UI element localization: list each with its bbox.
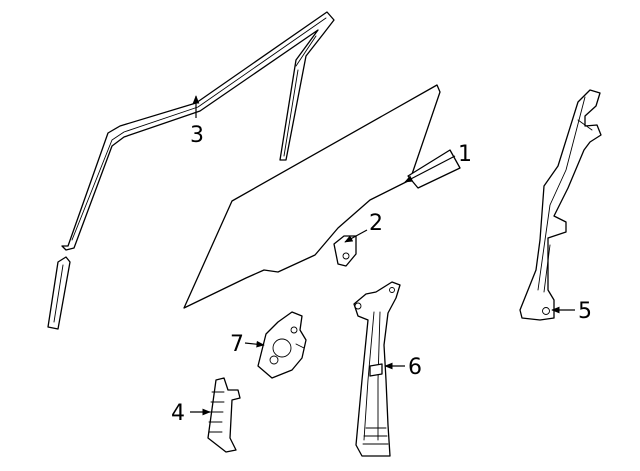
lower-channel-strip <box>47 256 71 330</box>
callout-4: 4 <box>171 401 185 426</box>
part-1-door-glass <box>183 84 441 309</box>
callout-2: 2 <box>369 211 383 236</box>
callout-6: 6 <box>408 355 422 380</box>
leader-1 <box>404 155 456 183</box>
part-4-lower-guide <box>207 377 241 453</box>
leader-2 <box>344 229 368 243</box>
leader-lines <box>190 95 575 416</box>
leader-7 <box>244 340 265 348</box>
part-7-regulator-motor <box>257 311 307 379</box>
part-3-glass-run-channel <box>61 11 335 251</box>
callout-7: 7 <box>230 332 244 357</box>
part-6-window-regulator <box>353 281 401 457</box>
part-5-rear-guide-channel <box>519 89 602 321</box>
callout-3: 3 <box>190 123 204 148</box>
callout-1: 1 <box>458 142 472 167</box>
part-2-glass-clip <box>333 235 357 267</box>
callout-5: 5 <box>578 299 592 324</box>
